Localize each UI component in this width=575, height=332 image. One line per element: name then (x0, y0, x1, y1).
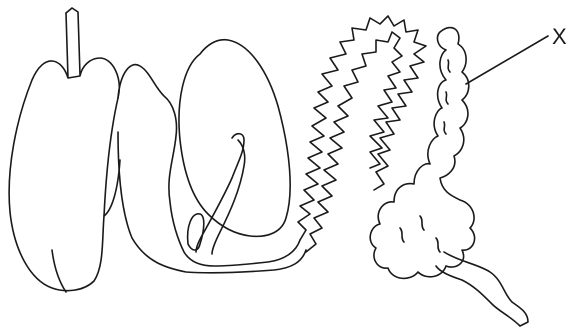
intestine-coil (298, 16, 426, 252)
label-x-pointer-line (466, 36, 548, 84)
label-x: X (552, 24, 567, 49)
liver-shape (9, 8, 120, 292)
large-intestine (370, 28, 528, 326)
pancreas-shape (179, 40, 290, 254)
